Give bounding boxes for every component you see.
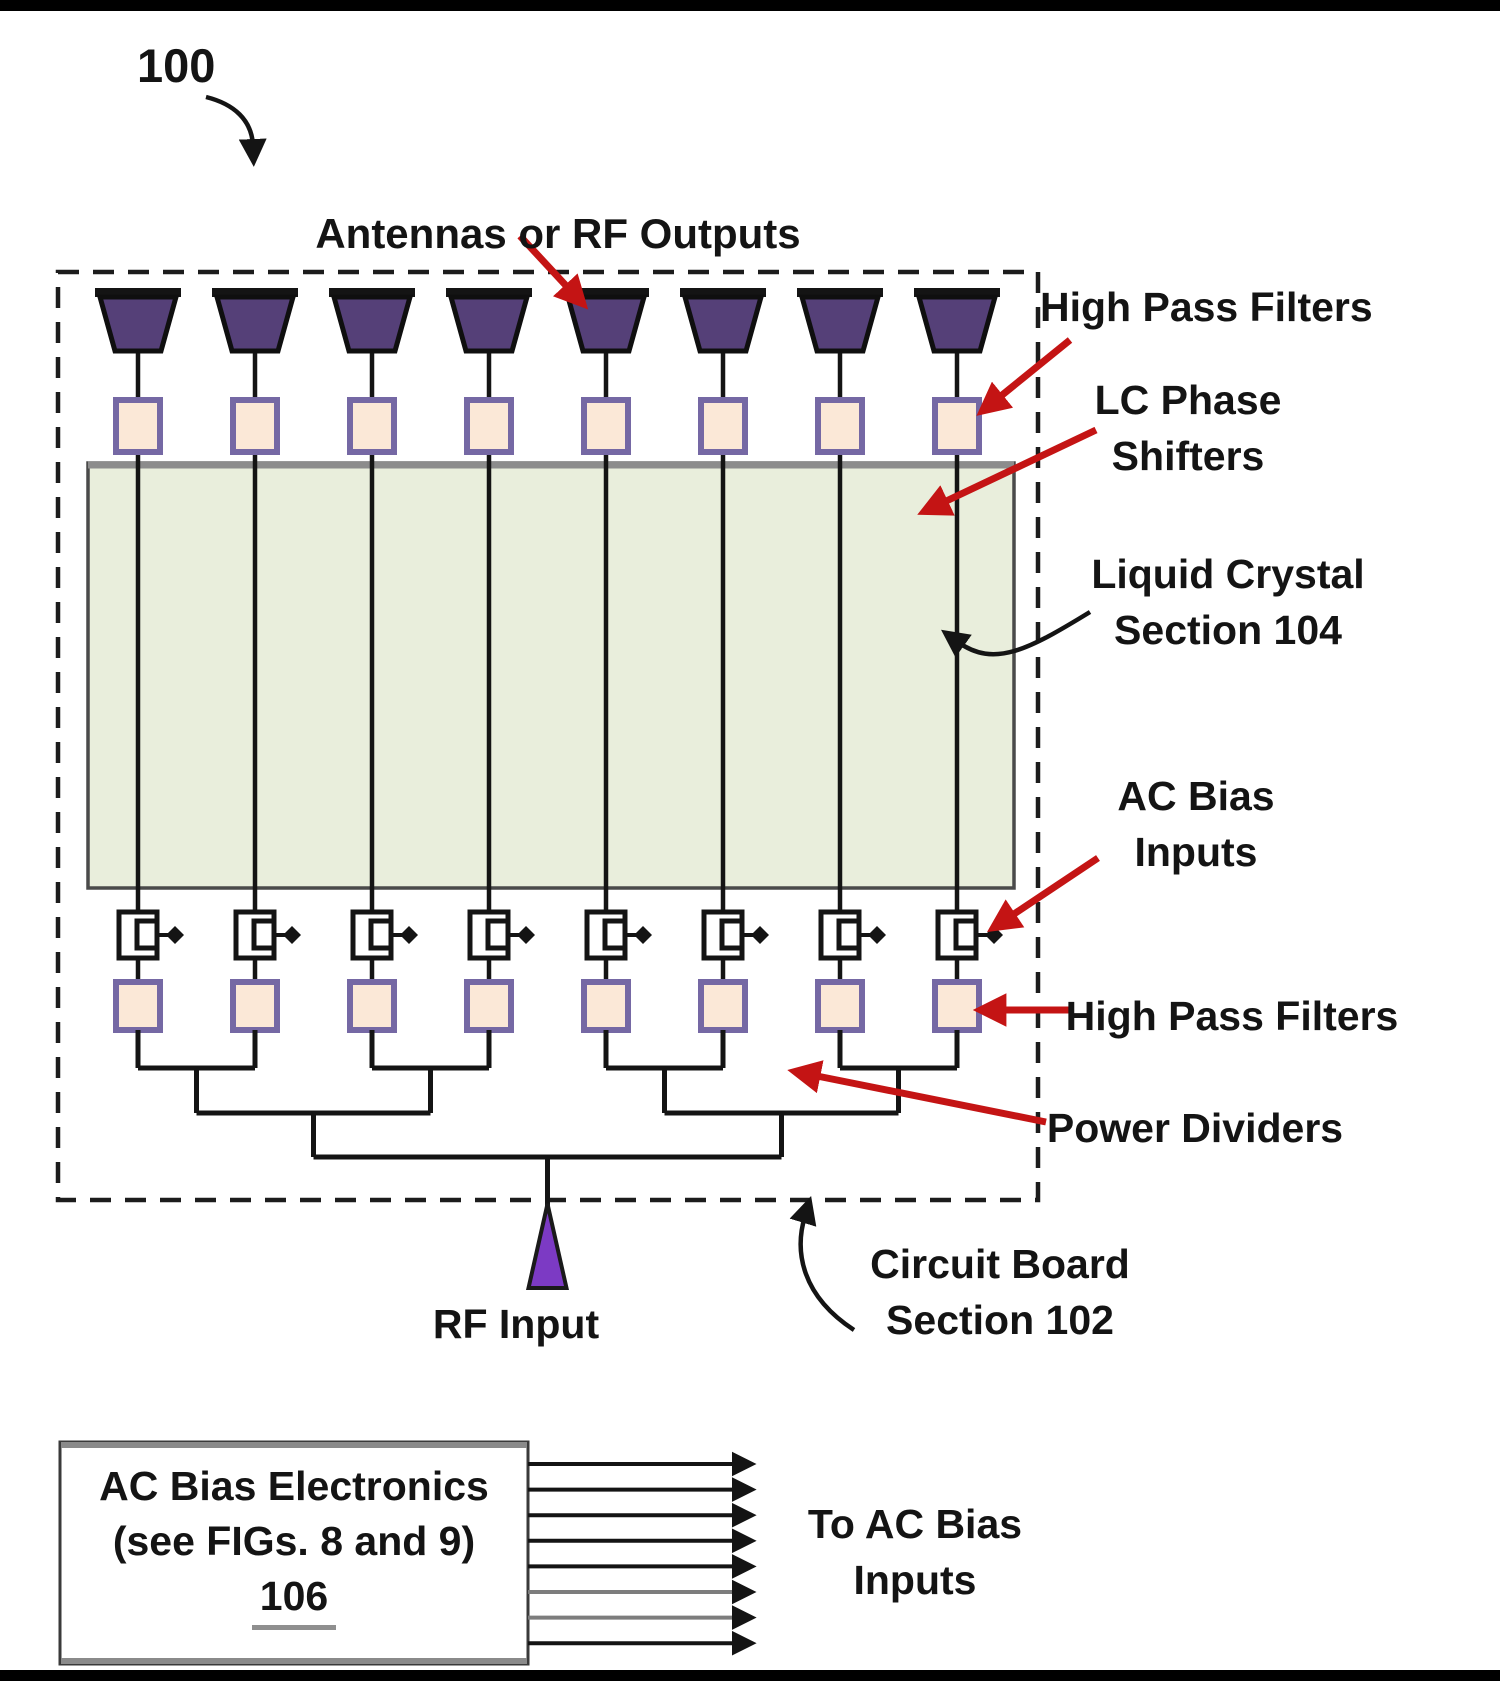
ac-bias-electronics-line1: AC Bias Electronics (99, 1463, 489, 1509)
high-pass-filter-top (113, 397, 163, 455)
ac-bias-line1: AC Bias (1117, 773, 1275, 819)
high-pass-filter-top (347, 397, 397, 455)
liquid-crystal-label: Liquid Crystal Section 104 (1073, 546, 1383, 658)
high-pass-filter-bottom (464, 979, 514, 1033)
high-pass-filter-top (464, 397, 514, 455)
high-pass-filter-bottom (347, 979, 397, 1033)
ac-bias-diamond-icon (985, 926, 1003, 944)
ac-bias-input-inner (134, 918, 160, 951)
liquid-crystal-callout-arrow-icon (941, 610, 1092, 658)
ac-bias-electronics-line2: (see FIGs. 8 and 9) (112, 1518, 476, 1564)
circuit-board-line2: Section 102 (886, 1297, 1114, 1343)
ac-bias-diamond-icon (166, 926, 184, 944)
ac-bias-input-inner (836, 918, 862, 951)
high-pass-filter-top (932, 397, 982, 455)
antenna-channels (95, 288, 1003, 1033)
power-dividers-label: Power Dividers (1046, 1105, 1344, 1151)
hpf-top-label: High Pass Filters (1040, 284, 1373, 330)
antenna-icon (564, 294, 648, 354)
power-divider-network (135, 1030, 960, 1210)
bias-output-arrows (528, 1451, 757, 1656)
antenna-channel (680, 288, 769, 1033)
ac-bias-input-inner (485, 918, 511, 951)
antenna-channel (95, 288, 184, 1033)
ac-bias-input-inner (953, 918, 979, 951)
ac-bias-electronics-ref: 106 (251, 1569, 337, 1630)
lc-phase-label: LC Phase Shifters (1038, 372, 1338, 484)
antenna-icon (330, 294, 414, 354)
rf-input-label: RF Input (432, 1301, 600, 1347)
antenna-channel (329, 288, 418, 1033)
ac-bias-diamond-icon (517, 926, 535, 944)
antenna-cap (212, 288, 298, 297)
ac-bias-line2: Inputs (1134, 829, 1258, 875)
high-pass-filter-top (698, 397, 748, 455)
antenna-icon (447, 294, 531, 354)
top-border-bar (0, 0, 1500, 11)
antennas-label: Antennas or RF Outputs (315, 210, 801, 257)
antenna-cap (446, 288, 532, 297)
high-pass-filter-bottom (815, 979, 865, 1033)
high-pass-filter-bottom (230, 979, 280, 1033)
antenna-cap (563, 288, 649, 297)
ac-bias-inputs-label: AC Bias Inputs (1076, 768, 1316, 880)
ac-bias-diamond-icon (868, 926, 886, 944)
ac-bias-diamond-icon (400, 926, 418, 944)
high-pass-filter-bottom (581, 979, 631, 1033)
antenna-channel (797, 288, 886, 1033)
antenna-channel (446, 288, 535, 1033)
liquid-crystal-line1: Liquid Crystal (1091, 551, 1365, 597)
circuit-board-label: Circuit Board Section 102 (850, 1236, 1150, 1348)
high-pass-filter-top (815, 397, 865, 455)
ac-bias-electronics-label: AC Bias Electronics (see FIGs. 8 and 9) … (70, 1459, 518, 1630)
hpf-top-callout-arrow-icon (976, 337, 1073, 416)
high-pass-filter-top (230, 397, 280, 455)
antenna-icon (798, 294, 882, 354)
antenna-cap (914, 288, 1000, 297)
ac-bias-input-inner (602, 918, 628, 951)
high-pass-filter-top (581, 397, 631, 455)
antenna-cap (680, 288, 766, 297)
ac-bias-diamond-icon (634, 926, 652, 944)
lc-phase-line1: LC Phase (1094, 377, 1282, 423)
liquid-crystal-region (86, 461, 1016, 890)
antenna-cap (797, 288, 883, 297)
antenna-icon (96, 294, 180, 354)
power-divider-tree (135, 1030, 960, 1210)
antenna-icon (213, 294, 297, 354)
to-ac-bias-line2: Inputs (853, 1557, 977, 1603)
liquid-crystal-line2: Section 104 (1114, 607, 1342, 653)
ac-bias-input-inner (719, 918, 745, 951)
high-pass-filter-bottom (932, 979, 982, 1033)
ac-bias-input-inner (368, 918, 394, 951)
hpf-bottom-label: High Pass Filters (1065, 993, 1399, 1039)
to-ac-bias-label: To AC Bias Inputs (780, 1496, 1050, 1608)
antenna-channel (563, 288, 652, 1033)
lc-phase-line2: Shifters (1111, 433, 1265, 479)
to-ac-bias-line1: To AC Bias (807, 1501, 1023, 1547)
power-dividers-callout-arrow-icon (787, 1060, 1047, 1126)
rf-input-triangle (525, 1203, 570, 1290)
circuit-board-callout-arrow-icon (789, 1195, 856, 1332)
bottom-border-bar (0, 1670, 1500, 1681)
antenna-cap (329, 288, 415, 297)
figure-ref-label: 100 (137, 39, 216, 92)
circuit-board-line1: Circuit Board (870, 1241, 1130, 1287)
ac-bias-diamond-icon (751, 926, 769, 944)
high-pass-filter-bottom (113, 979, 163, 1033)
figure-ref-arrow-icon (205, 94, 267, 167)
antenna-cap (95, 288, 181, 297)
ac-bias-input-inner (251, 918, 277, 951)
ac-bias-diamond-icon (283, 926, 301, 944)
ac-bias-callout-arrow-icon (987, 855, 1100, 932)
antennas-callout-arrow-icon (517, 233, 589, 310)
antenna-icon (915, 294, 999, 354)
high-pass-filter-bottom (698, 979, 748, 1033)
antenna-icon (681, 294, 765, 354)
antenna-channel (212, 288, 301, 1033)
lc-phase-callout-arrow-icon (917, 426, 1098, 516)
